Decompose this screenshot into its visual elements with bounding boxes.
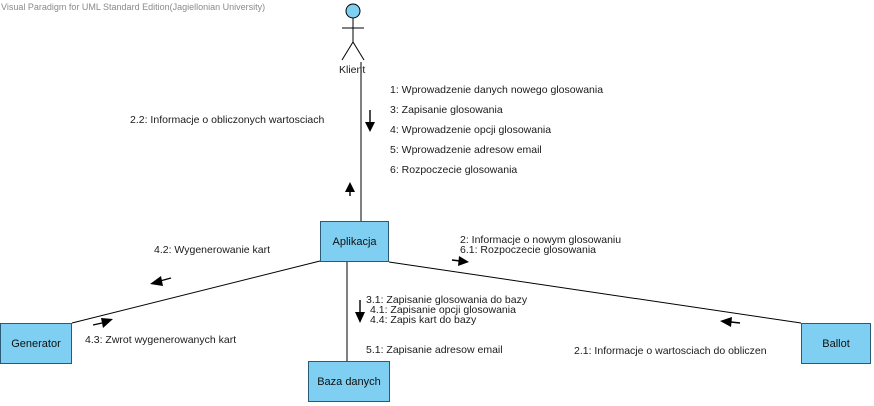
message-4-2: 4.2: Wygenerowanie kart [154, 244, 271, 256]
object-baza-danych[interactable]: Baza danych [308, 361, 390, 402]
message-4-4: 4.4: Zapis kart do bazy [370, 314, 477, 326]
arrow-generator-to-aplikacja [92, 318, 113, 328]
message-4-3: 4.3: Zwrot wygenerowanych kart [85, 334, 237, 346]
message-6-1: 6.1: Rozpoczecie glosowania [460, 244, 596, 256]
message-2-1: 2.1: Informacje o wartosciach do oblicze… [574, 345, 767, 357]
object-ballot[interactable]: Ballot [801, 323, 871, 364]
link-aplikacja-ballot [388, 261, 802, 324]
message-6: 6: Rozpoczecie glosowania [390, 164, 518, 176]
message-4-1: 4.1: Zapisanie opcji glosowania [370, 304, 516, 316]
watermark-text: Visual Paradigm for UML Standard Edition… [1, 2, 266, 12]
link-aplikacja-generator [71, 260, 321, 324]
object-aplikacja[interactable]: Aplikacja [320, 221, 389, 262]
message-1: 1: Wprowadzenie danych nowego glosowania [390, 84, 604, 96]
arrow-aplikacja-to-ballot [451, 256, 469, 266]
arrow-down-klient-to-aplikacja [365, 110, 375, 132]
arrow-aplikacja-to-generator [150, 276, 172, 286]
actor-klient-label: Klient [339, 64, 366, 76]
arrow-up-aplikacja-to-klient [345, 182, 355, 196]
arrow-aplikacja-to-baza [355, 300, 365, 323]
message-2: 2: Informacje o nowym glosowaniu [460, 234, 622, 246]
object-generator[interactable]: Generator [0, 323, 72, 364]
arrow-ballot-to-aplikacja [720, 317, 741, 327]
message-4: 4: Wprowadzenie opcji glosowania [390, 124, 552, 136]
actor-klient-figure [341, 3, 365, 61]
message-2-2: 2.2: Informacje o obliczonych wartosciac… [130, 114, 325, 126]
message-5: 5: Wprowadzenie adresow email [390, 144, 542, 156]
message-3: 3: Zapisanie glosowania [390, 104, 503, 116]
message-5-1: 5.1: Zapisanie adresow email [366, 344, 503, 356]
message-3-1: 3.1: Zapisanie glosowania do bazy [366, 294, 528, 306]
